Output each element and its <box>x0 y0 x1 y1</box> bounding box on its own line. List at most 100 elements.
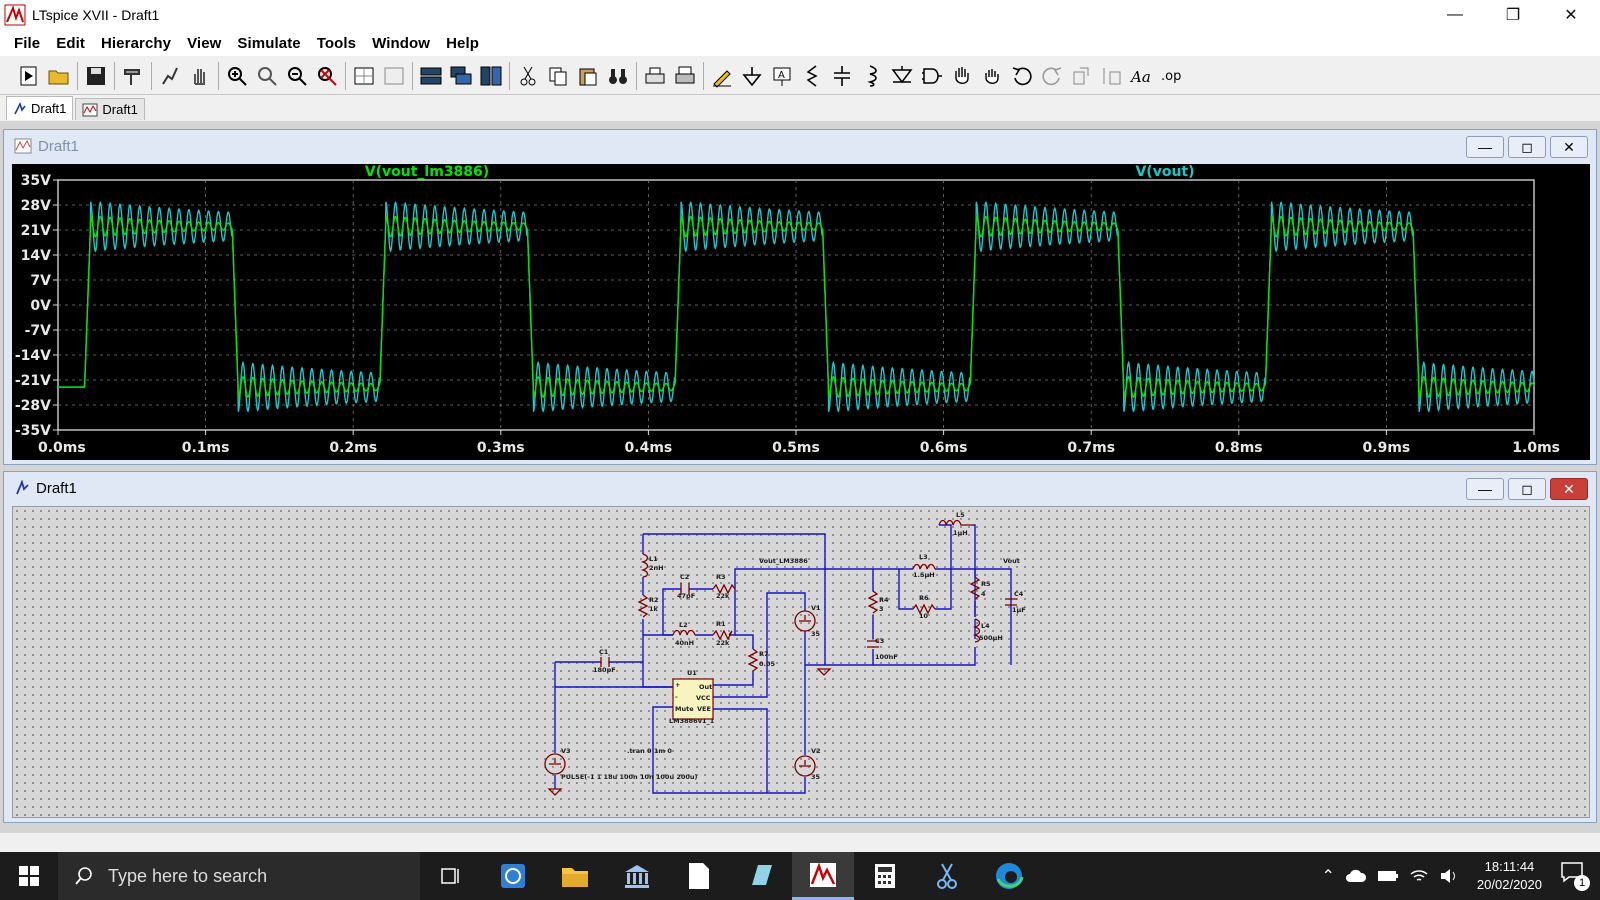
R7-symbol <box>747 648 759 672</box>
waveform-chart[interactable]: 35V28V21V14V7V0V-7V-14V-21V-28V-35V0.0ms… <box>12 164 1590 460</box>
run-button[interactable] <box>155 61 185 91</box>
menu-edit[interactable]: Edit <box>56 34 85 52</box>
zoom-in-button[interactable] <box>222 61 252 91</box>
notifications-button[interactable]: 1 <box>1560 861 1590 891</box>
component-button[interactable] <box>917 61 947 91</box>
open-button[interactable] <box>44 61 74 91</box>
zoom-fit-icon <box>318 66 337 86</box>
y-tick-label: 28V <box>21 198 51 214</box>
pan-button[interactable] <box>252 61 282 91</box>
draw-wire-button[interactable] <box>707 61 737 91</box>
clock[interactable]: 18:11:44 20/02/2020 <box>1477 858 1542 894</box>
waveform-close-button[interactable]: ✕ <box>1550 136 1588 158</box>
chart-scale-button[interactable] <box>379 61 409 91</box>
new-schematic-button[interactable] <box>14 61 44 91</box>
tab-waveform[interactable]: Draft1 <box>75 98 145 120</box>
schematic-close-button[interactable]: ✕ <box>1550 478 1588 500</box>
menu-hierarchy[interactable]: Hierarchy <box>100 34 172 52</box>
ltspice-icon <box>810 861 836 887</box>
schematic-canvas[interactable]: L1 2nH R2 1k C2 47pF R3 22k L2 40nH R1 2… <box>12 506 1590 818</box>
spice-directive-tran[interactable]: .tran 0 1m 0 <box>627 747 672 755</box>
schematic-minimize-button[interactable]: — <box>1466 478 1504 500</box>
ground-button[interactable] <box>737 61 767 91</box>
x-tick-label: 0.9ms <box>1363 440 1411 456</box>
run-icon <box>162 67 178 85</box>
resistor-button[interactable] <box>797 61 827 91</box>
undo-button[interactable] <box>1007 61 1037 91</box>
schematic-maximize-button[interactable]: ◻ <box>1508 478 1546 500</box>
tab-schematic[interactable]: Draft1 <box>6 96 74 120</box>
V2-symbol <box>794 755 816 777</box>
legend-series-2: V(vout) <box>1135 164 1194 180</box>
value-V2: 35 <box>811 773 821 781</box>
taskbar-app-bank[interactable] <box>606 852 668 900</box>
cloud-icon[interactable] <box>1345 869 1367 883</box>
taskbar-app-edge[interactable] <box>978 852 1040 900</box>
paste-icon <box>579 68 597 85</box>
folder-icon <box>562 868 588 887</box>
move-button[interactable] <box>947 61 977 91</box>
schematic-window-icon <box>16 480 29 495</box>
menu-view[interactable]: View <box>187 34 222 52</box>
waveform-minimize-button[interactable]: — <box>1466 136 1504 158</box>
maximize-button[interactable]: ❐ <box>1505 7 1521 24</box>
chevron-up-icon[interactable]: ⌃ <box>1321 868 1335 885</box>
taskbar-app-document[interactable] <box>668 852 730 900</box>
tile-horizontal-button[interactable] <box>416 61 446 91</box>
capacitor-button[interactable] <box>827 61 857 91</box>
spice-directive-button[interactable]: .op <box>1157 61 1187 91</box>
zoom-fit-button[interactable] <box>312 61 342 91</box>
menu-simulate[interactable]: Simulate <box>237 34 301 52</box>
autorange-button[interactable] <box>349 61 379 91</box>
y-tick-label: -14V <box>15 348 51 364</box>
diode-button[interactable] <box>887 61 917 91</box>
battery-icon[interactable] <box>1377 869 1399 883</box>
print-setup-button[interactable] <box>640 61 670 91</box>
zoom-out-button[interactable] <box>282 61 312 91</box>
taskbar-app-file-explorer[interactable] <box>544 852 606 900</box>
pin-minus: - <box>675 693 678 701</box>
taskbar-search-box[interactable]: Type here to search <box>58 852 420 900</box>
paste-button[interactable] <box>573 61 603 91</box>
zoom-out-icon <box>288 66 307 86</box>
value-V1: 35 <box>811 630 821 638</box>
schematic-drawing[interactable]: L1 2nH R2 1k C2 47pF R3 22k L2 40nH R1 2… <box>13 507 1591 819</box>
volume-icon[interactable] <box>1439 868 1459 884</box>
menu-help[interactable]: Help <box>446 34 479 52</box>
taskbar-app-sync[interactable] <box>482 852 544 900</box>
rotate-button[interactable] <box>1067 61 1097 91</box>
mirror-button[interactable] <box>1097 61 1127 91</box>
cut-button[interactable] <box>513 61 543 91</box>
close-button[interactable]: ✕ <box>1564 7 1578 24</box>
taskbar-app-ltspice[interactable] <box>792 852 854 900</box>
inductor-button[interactable] <box>857 61 887 91</box>
wifi-icon[interactable] <box>1409 868 1429 884</box>
menu-window[interactable]: Window <box>372 34 431 52</box>
text-button[interactable]: Aa <box>1127 61 1157 91</box>
taskbar-app-calculator[interactable] <box>854 852 916 900</box>
task-view-button[interactable] <box>420 852 482 900</box>
menu-tools[interactable]: Tools <box>316 34 357 52</box>
halt-button[interactable] <box>185 61 215 91</box>
svg-text:Aa: Aa <box>1130 68 1151 86</box>
cascade-button[interactable] <box>446 61 476 91</box>
menu-file[interactable]: File <box>14 34 41 52</box>
start-button[interactable] <box>0 852 58 900</box>
find-button[interactable] <box>603 61 633 91</box>
label-net-button[interactable]: A <box>767 61 797 91</box>
minimize-button[interactable]: — <box>1447 6 1463 23</box>
taskbar-app-notepad[interactable] <box>730 852 792 900</box>
L5-symbol <box>938 519 973 526</box>
redo-button[interactable] <box>1037 61 1067 91</box>
tile-vertical-button[interactable] <box>476 61 506 91</box>
waveform-maximize-button[interactable]: ◻ <box>1508 136 1546 158</box>
drag-button[interactable] <box>977 61 1007 91</box>
control-panel-button[interactable] <box>118 61 148 91</box>
copy-button[interactable] <box>543 61 573 91</box>
save-button[interactable] <box>81 61 111 91</box>
taskbar-app-snipping-tool[interactable] <box>916 852 978 900</box>
schematic-labels: L1 2nH R2 1k C2 47pF R3 22k L2 40nH R1 2… <box>561 511 1026 781</box>
wires <box>554 524 1012 794</box>
print-button[interactable] <box>670 61 700 91</box>
